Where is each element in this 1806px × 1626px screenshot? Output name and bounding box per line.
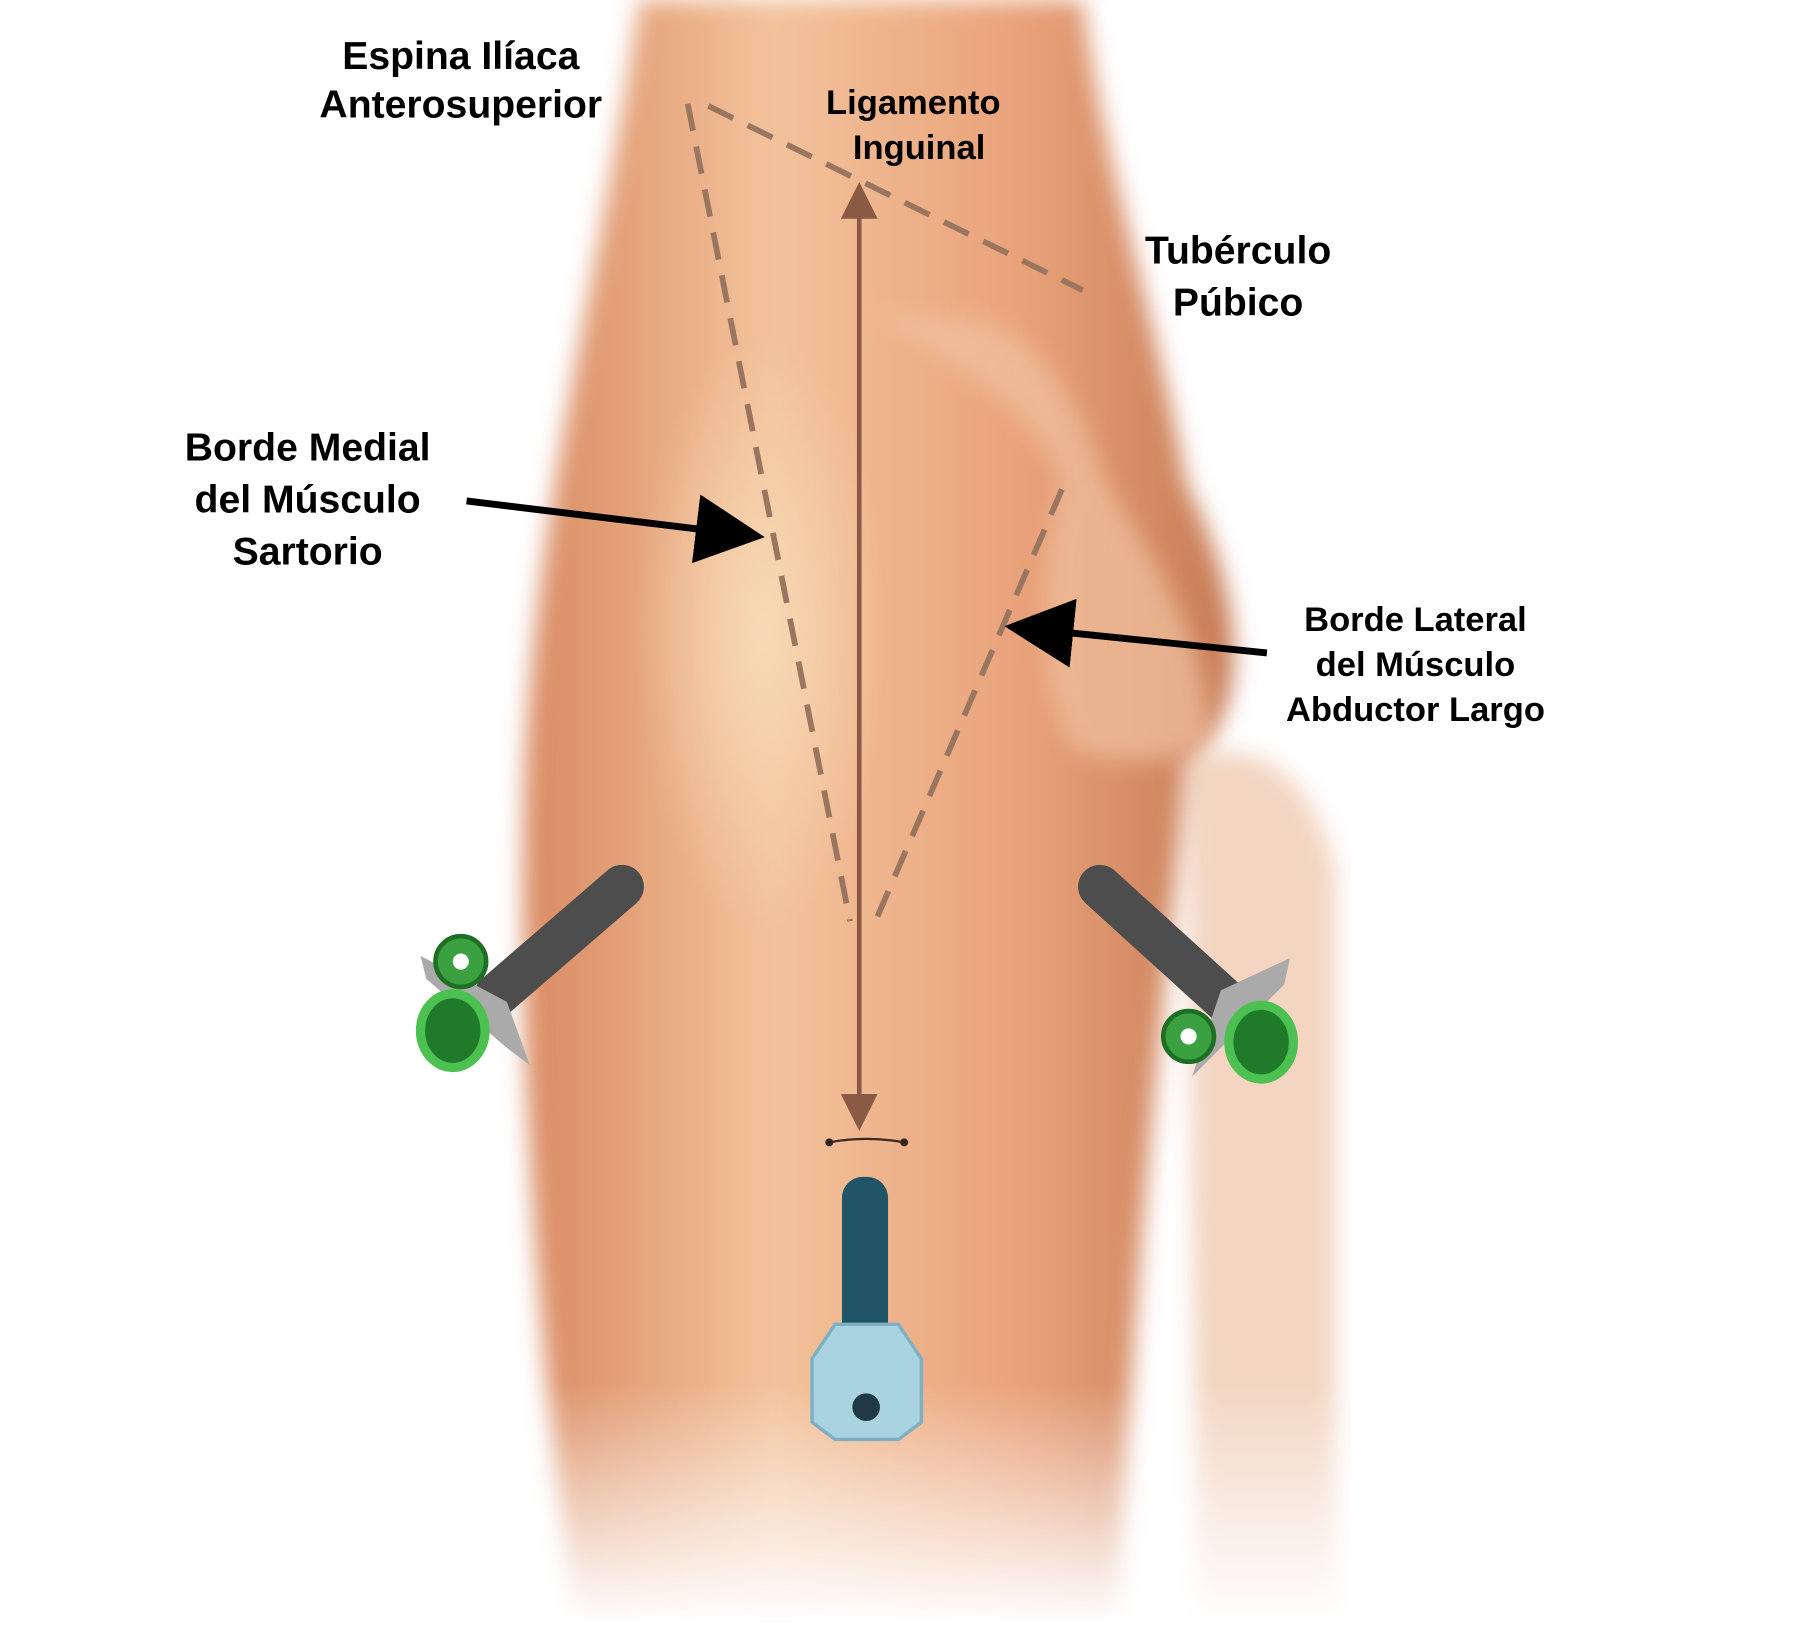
label-line: del Músculo xyxy=(195,478,421,521)
label-line: Tubérculo xyxy=(1145,230,1331,273)
label-line: Espina Ilíaca xyxy=(342,35,580,78)
pointer-arrows xyxy=(466,494,1268,668)
label-line: Inguinal xyxy=(853,129,985,167)
label-asis: Espina Ilíaca Anterosuperior xyxy=(319,35,602,126)
label-line: Anterosuperior xyxy=(319,83,602,126)
femoral-triangle-outline xyxy=(684,103,1084,923)
label-line: Ligamento xyxy=(826,84,1001,122)
label-line: del Músculo xyxy=(1316,646,1516,684)
left-trocar xyxy=(415,864,644,1073)
sartorius-border-line xyxy=(684,103,853,922)
trocar-port-icon xyxy=(415,989,490,1073)
label-line: Abductor Largo xyxy=(1286,691,1545,729)
camera-port xyxy=(810,1176,924,1442)
label-line: Sartorio xyxy=(233,530,383,573)
label-line: Borde Medial xyxy=(185,427,431,470)
label-line: Borde Lateral xyxy=(1304,601,1527,639)
label-sartorius: Borde Medial del Músculo Sartorio xyxy=(185,427,431,574)
adductor-pointer-arrow xyxy=(1004,598,1268,668)
trocar-port-icon xyxy=(1224,1000,1298,1084)
sartorius-pointer-arrow xyxy=(466,494,765,564)
right-trocar xyxy=(1078,864,1298,1084)
label-pubic-tubercle: Tubérculo Púbico xyxy=(1145,230,1331,325)
label-line: Púbico xyxy=(1173,282,1303,325)
label-inguinal-ligament: Ligamento Inguinal xyxy=(826,84,1001,167)
label-adductor: Borde Lateral del Músculo Abductor Largo xyxy=(1286,601,1545,729)
inguinal-ligament-line xyxy=(707,103,1084,293)
adductor-border-line xyxy=(872,488,1065,923)
umbilicus-stitch xyxy=(825,1137,909,1147)
